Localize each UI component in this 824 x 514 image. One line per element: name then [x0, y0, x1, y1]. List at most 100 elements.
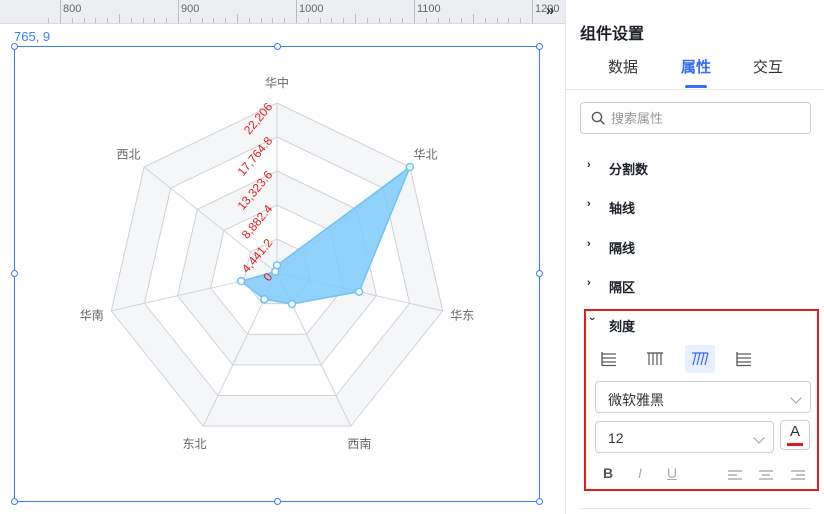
- font-size-select[interactable]: 12: [595, 421, 774, 453]
- align-right-button[interactable]: [787, 465, 809, 485]
- ruler-tick: [83, 18, 85, 23]
- ruler-tick: [484, 18, 486, 23]
- radar-series-area: [239, 164, 412, 305]
- ruler-tick: [166, 18, 168, 23]
- ruler-tick: [307, 18, 309, 23]
- resize-handle-top-center[interactable]: [274, 43, 281, 50]
- align-right-icon: [791, 470, 805, 480]
- ruler-tick: [260, 18, 262, 23]
- tab-interaction[interactable]: 交互: [753, 59, 784, 76]
- property-search: [580, 102, 811, 134]
- ruler-tick: [119, 14, 120, 23]
- panel-title: 组件设置: [580, 26, 645, 43]
- tick-position-top-button[interactable]: [640, 345, 670, 373]
- ruler-tick: [355, 14, 356, 23]
- ruler-tick: [130, 18, 132, 23]
- align-left-button[interactable]: [724, 465, 746, 485]
- ruler-label: 1100: [417, 3, 441, 15]
- ruler-label: 800: [63, 3, 82, 15]
- chevron-down-icon: [790, 392, 802, 404]
- search-input[interactable]: [611, 103, 806, 133]
- ruler-label: 1200: [535, 3, 560, 15]
- radar-indicator-label: 东北: [183, 437, 207, 451]
- panel-tabs: 数据 属性 交互: [566, 52, 824, 90]
- ruler-tick: [142, 18, 144, 23]
- radar-indicator-label: 华中: [265, 75, 289, 90]
- resize-handle-bottom-center[interactable]: [274, 498, 281, 505]
- tick-slant-icon: [692, 352, 709, 366]
- radar-indicator-label: 西南: [347, 436, 371, 451]
- ruler-tick: [71, 18, 73, 23]
- ruler-tick: [449, 18, 451, 23]
- chevron-right-icon: ›: [587, 238, 591, 250]
- align-center-icon: [759, 470, 773, 480]
- resize-handle-bottom-right[interactable]: [536, 498, 543, 505]
- radar-chart: 04,441.28,882.413,323.617,764.822,206华中华…: [80, 75, 474, 451]
- resize-handle-middle-left[interactable]: [11, 270, 18, 277]
- radar-data-point: [260, 294, 269, 304]
- chevron-right-icon: ›: [587, 159, 591, 171]
- ruler-tick: [437, 18, 439, 23]
- ruler-tick: [60, 0, 61, 23]
- chevron-down-icon: ›: [586, 317, 598, 321]
- radar-data-point: [354, 287, 364, 296]
- tab-data[interactable]: 数据: [608, 59, 639, 76]
- collapse-panel-button[interactable]: »: [545, 2, 555, 19]
- ruler-tick: [248, 18, 250, 23]
- align-left-icon: [728, 470, 742, 480]
- ruler-tick: [189, 18, 191, 23]
- radar-data-point: [405, 162, 415, 172]
- underline-button[interactable]: U: [666, 465, 678, 481]
- ruler-tick: [473, 14, 474, 23]
- ruler-tick: [343, 18, 345, 23]
- radar-data-point: [287, 299, 297, 309]
- radar-indicator-label: 华北: [414, 148, 438, 162]
- font-color-button[interactable]: A: [780, 420, 810, 450]
- bold-button[interactable]: B: [602, 465, 614, 481]
- tick-right-icon: [736, 352, 751, 367]
- align-center-button[interactable]: [755, 465, 777, 485]
- ruler-tick: [378, 18, 380, 23]
- highlight-box: [584, 309, 819, 491]
- ruler-tick: [225, 18, 227, 23]
- resize-handle-top-right[interactable]: [536, 43, 543, 50]
- font-color-swatch: [787, 443, 803, 446]
- ruler-tick: [154, 18, 156, 23]
- ruler-tick: [532, 0, 533, 23]
- font-family-select[interactable]: 微软雅黑: [595, 381, 811, 413]
- ruler-tick: [508, 18, 510, 23]
- resize-handle-middle-right[interactable]: [536, 270, 543, 277]
- selection-coordinates: 765, 9: [14, 29, 51, 44]
- italic-button[interactable]: I: [638, 465, 642, 481]
- tick-left-icon: [601, 352, 616, 367]
- tick-top-icon: [647, 352, 663, 365]
- chevron-right-icon: ›: [587, 198, 591, 210]
- ruler-tick: [331, 18, 333, 23]
- radar-axis-line: [143, 166, 278, 274]
- tick-position-left-button[interactable]: [594, 345, 624, 373]
- ruler-tick: [520, 18, 522, 23]
- ruler-tick: [390, 18, 392, 23]
- font-color-icon: A: [789, 423, 800, 440]
- ruler-tick: [284, 18, 286, 23]
- resize-handle-top-left[interactable]: [11, 43, 18, 50]
- ruler-label: 1000: [299, 3, 324, 15]
- resize-handle-bottom-left[interactable]: [11, 498, 18, 505]
- tick-position-slant-button[interactable]: [685, 345, 715, 373]
- ruler-tick: [213, 18, 215, 23]
- ruler-tick: [296, 0, 297, 23]
- ruler-tick: [272, 18, 274, 23]
- radar-data-point: [236, 276, 246, 286]
- ruler-tick: [48, 18, 50, 23]
- search-icon: [591, 111, 605, 125]
- chevron-right-icon: ›: [587, 277, 591, 289]
- tick-position-right-button[interactable]: [729, 345, 759, 373]
- radar-indicator-label: 华东: [450, 308, 474, 322]
- tab-properties[interactable]: 属性: [681, 59, 712, 76]
- ruler-tick: [461, 18, 463, 23]
- chevron-down-icon: [753, 432, 765, 444]
- ruler-tick: [366, 18, 368, 23]
